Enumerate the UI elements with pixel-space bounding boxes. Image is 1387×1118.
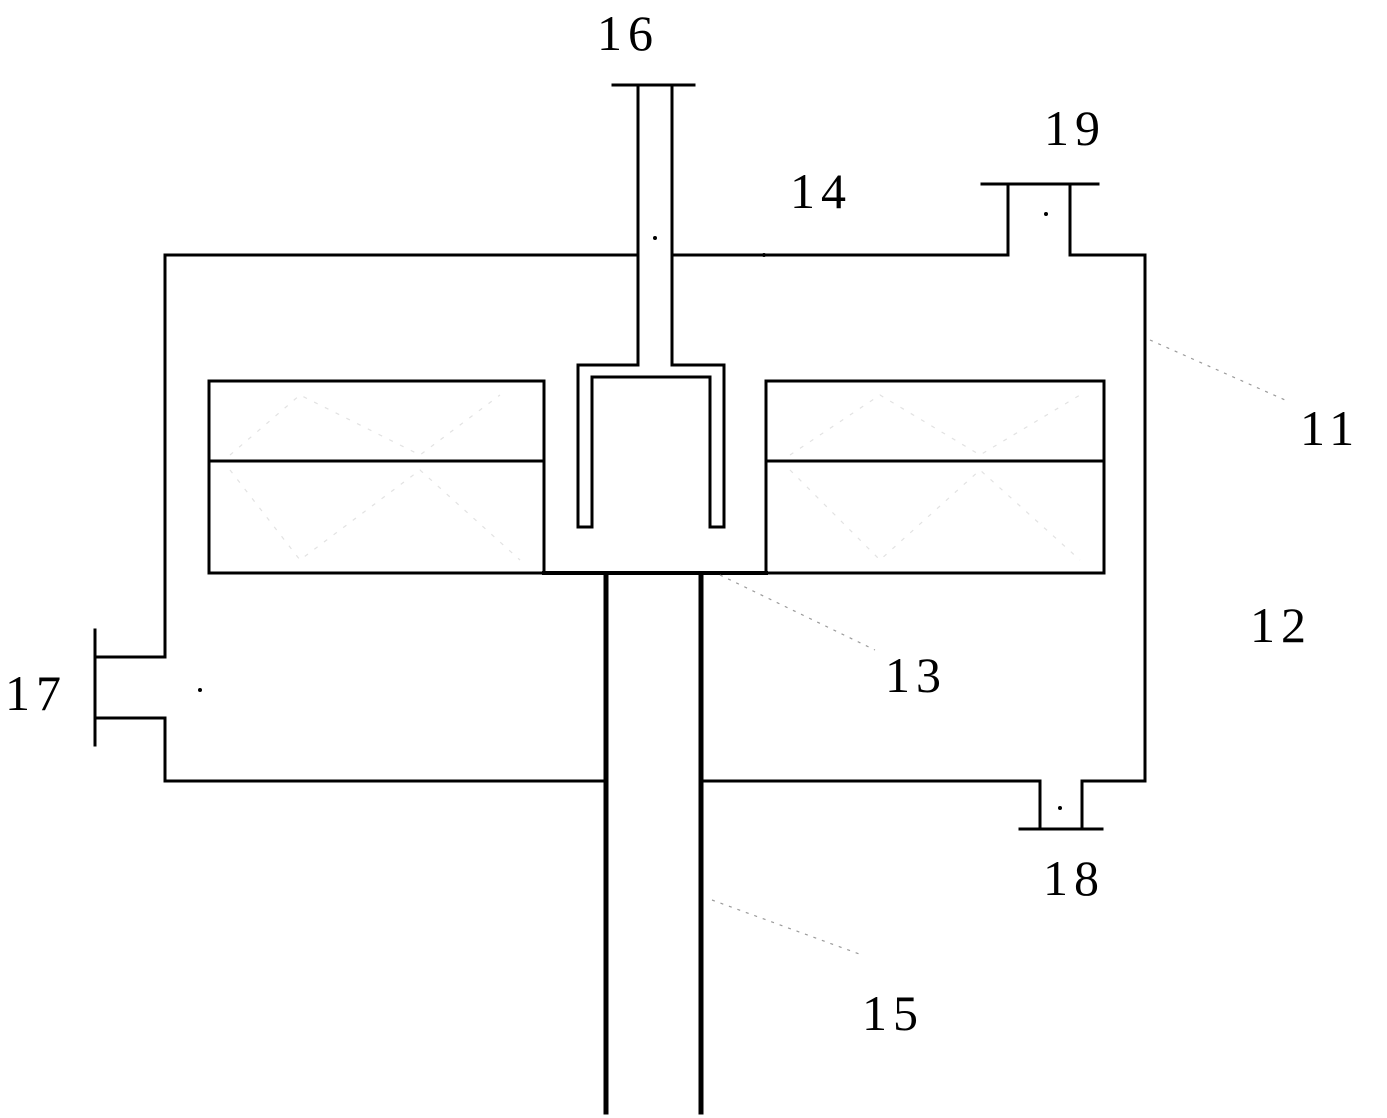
leader-lines	[711, 339, 1286, 956]
label-19: 19	[1044, 100, 1106, 156]
label-18: 18	[1043, 850, 1105, 906]
port-19	[980, 182, 1100, 257]
port-18	[1018, 779, 1104, 831]
label-17: 17	[5, 665, 67, 721]
label-16: 16	[597, 5, 659, 61]
label-15: 15	[862, 985, 924, 1041]
small-marks	[198, 212, 1062, 810]
tube-16	[576, 83, 726, 529]
label-11: 11	[1300, 400, 1360, 456]
label-12: 12	[1250, 597, 1312, 653]
housing-outline	[93, 253, 1147, 783]
shaft-15	[603, 573, 704, 1115]
label-14: 14	[790, 163, 852, 219]
rotor-assembly-13	[207, 379, 1106, 575]
label-13: 13	[885, 647, 947, 703]
